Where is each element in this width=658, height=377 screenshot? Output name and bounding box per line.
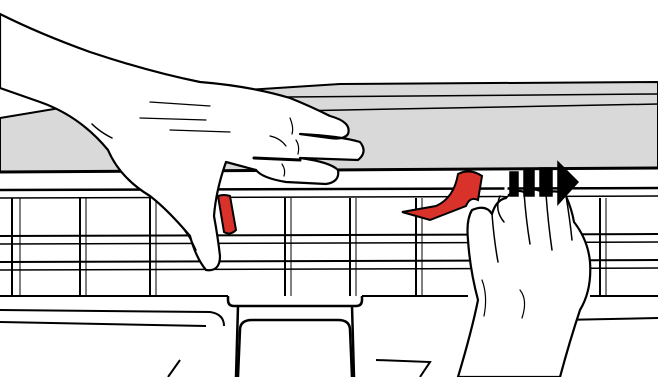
release-clip-icon [216, 194, 238, 235]
emblem-recess [226, 296, 364, 377]
arrow-right-icon [504, 160, 580, 206]
hand-left-icon [0, 12, 365, 272]
release-clip-icon-right [401, 170, 484, 222]
hand-right-icon [456, 188, 592, 377]
